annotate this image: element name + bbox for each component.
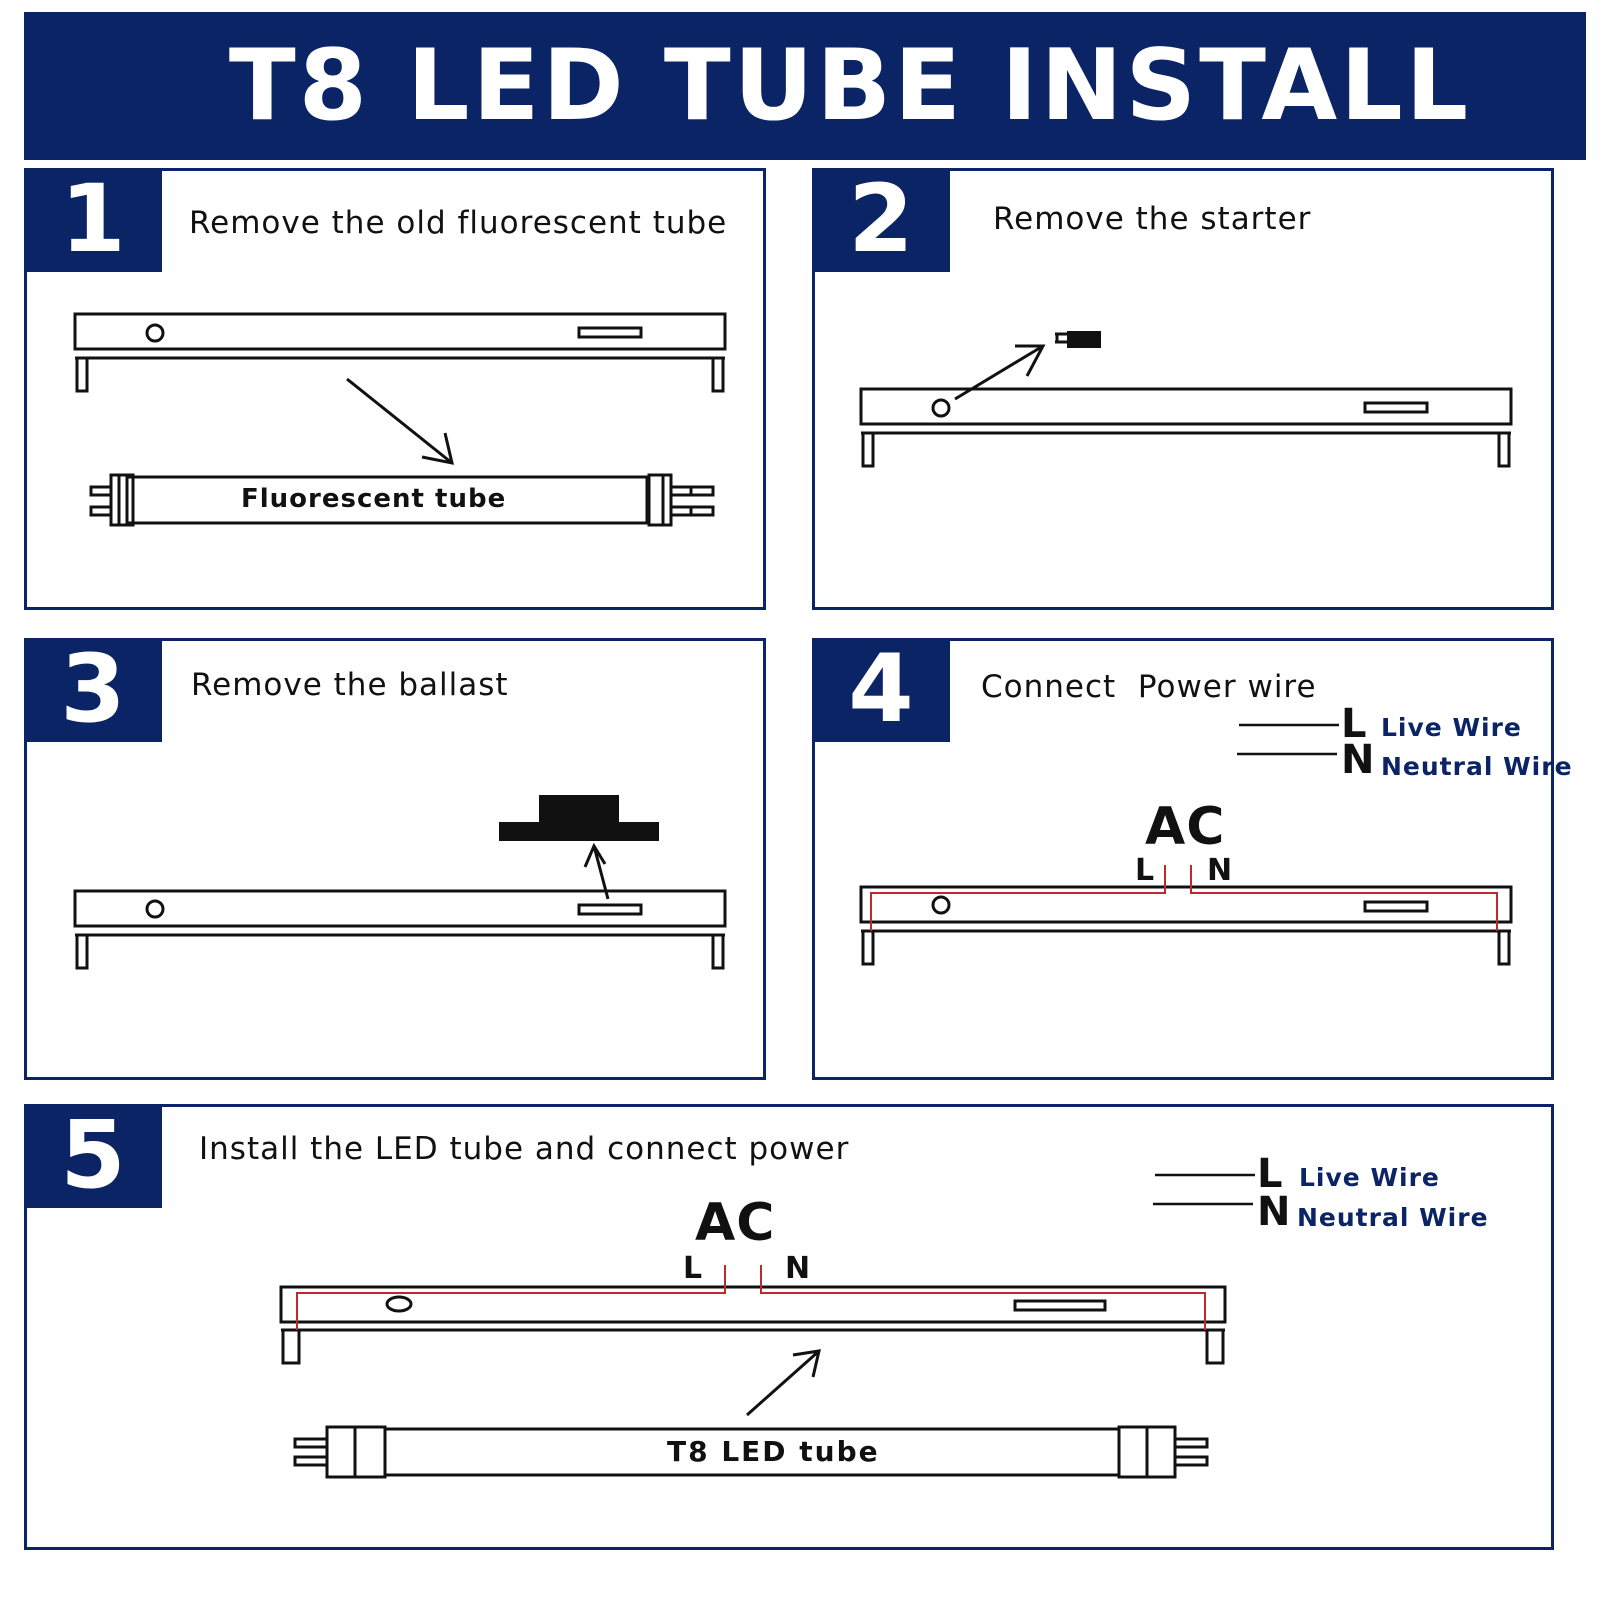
starter-socket	[931, 895, 951, 915]
step-3-panel: 3 Remove the ballast	[24, 638, 766, 1080]
step-3-number: 3	[24, 638, 162, 742]
live-terminal-label: L	[1135, 853, 1156, 888]
step-3-illustration	[73, 795, 727, 970]
neutral-terminal-label: N	[1207, 853, 1234, 888]
legend-l-mark: L	[1341, 701, 1368, 747]
legend-neutral-text: Neutral Wire	[1381, 752, 1573, 781]
legend-live-text: Live Wire	[1299, 1163, 1440, 1192]
ballast-slot	[1363, 900, 1429, 913]
step-4-panel: 4 Connect Power wire AC L N L Live Wire …	[812, 638, 1572, 1080]
arrow-up-icon	[746, 1349, 821, 1417]
tube-label: Fluorescent tube	[241, 484, 507, 514]
led-tube-label: T8 LED tube	[667, 1435, 880, 1468]
ballast-slot	[1013, 1299, 1107, 1312]
legend-l-mark: L	[1257, 1151, 1284, 1197]
step-1-illustration	[73, 312, 727, 527]
header-banner: T8 LED TUBE INSTALL	[24, 12, 1586, 160]
wiring	[296, 1265, 1206, 1330]
wiring	[870, 865, 1498, 931]
step-1-text: Remove the old fluorescent tube	[189, 205, 728, 241]
fixture-body	[73, 889, 727, 928]
step-5-number: 5	[24, 1104, 162, 1208]
starter-socket	[145, 899, 165, 919]
starter-socket	[931, 398, 951, 418]
fixture-body	[73, 312, 727, 351]
ballast-slot	[577, 903, 643, 916]
starter-socket	[145, 323, 165, 343]
fixture-right-leg	[711, 359, 725, 393]
live-terminal-label: L	[683, 1251, 704, 1286]
neutral-terminal-label: N	[785, 1251, 812, 1286]
step-2-panel: 2 Remove the starter	[812, 168, 1554, 610]
starter-socket	[385, 1295, 413, 1313]
step-5-illustration	[279, 1173, 1255, 1479]
step-2-text: Remove the starter	[993, 201, 1312, 237]
step-2-illustration	[859, 331, 1513, 468]
fixture-body	[859, 387, 1513, 426]
fixture-left-leg	[75, 359, 89, 393]
fluorescent-tube	[125, 475, 649, 525]
step-4-illustration	[859, 723, 1513, 966]
starter	[1067, 331, 1101, 348]
fixture-body	[279, 1285, 1227, 1324]
step-5-panel: 5 Install the LED tube and connect power	[24, 1104, 1554, 1550]
legend-n-mark: N	[1341, 737, 1376, 783]
legend-n-mark: N	[1257, 1189, 1292, 1235]
step-1-number: 1	[24, 168, 162, 272]
ac-label: AC	[1145, 797, 1226, 857]
step-2-number: 2	[812, 168, 950, 272]
legend-neutral-text: Neutral Wire	[1297, 1203, 1489, 1232]
step-5-text: Install the LED tube and connect power	[199, 1131, 850, 1167]
ballast	[499, 822, 659, 841]
fixture-body	[859, 885, 1513, 924]
arrow-down-icon	[346, 377, 454, 465]
page-title: T8 LED TUBE INSTALL	[228, 29, 1472, 143]
step-1-panel: 1 Remove the old fluorescent tube Fluore…	[24, 168, 766, 610]
legend-live-text: Live Wire	[1381, 713, 1522, 742]
step-4-number: 4	[812, 638, 950, 742]
arrow-up-icon	[583, 842, 610, 900]
ballast-slot	[577, 326, 643, 339]
arrow-up-icon	[954, 344, 1046, 401]
ballast-slot	[1363, 401, 1429, 414]
step-3-text: Remove the ballast	[191, 667, 509, 703]
ac-label: AC	[695, 1193, 776, 1253]
step-4-text: Connect Power wire	[981, 669, 1317, 705]
